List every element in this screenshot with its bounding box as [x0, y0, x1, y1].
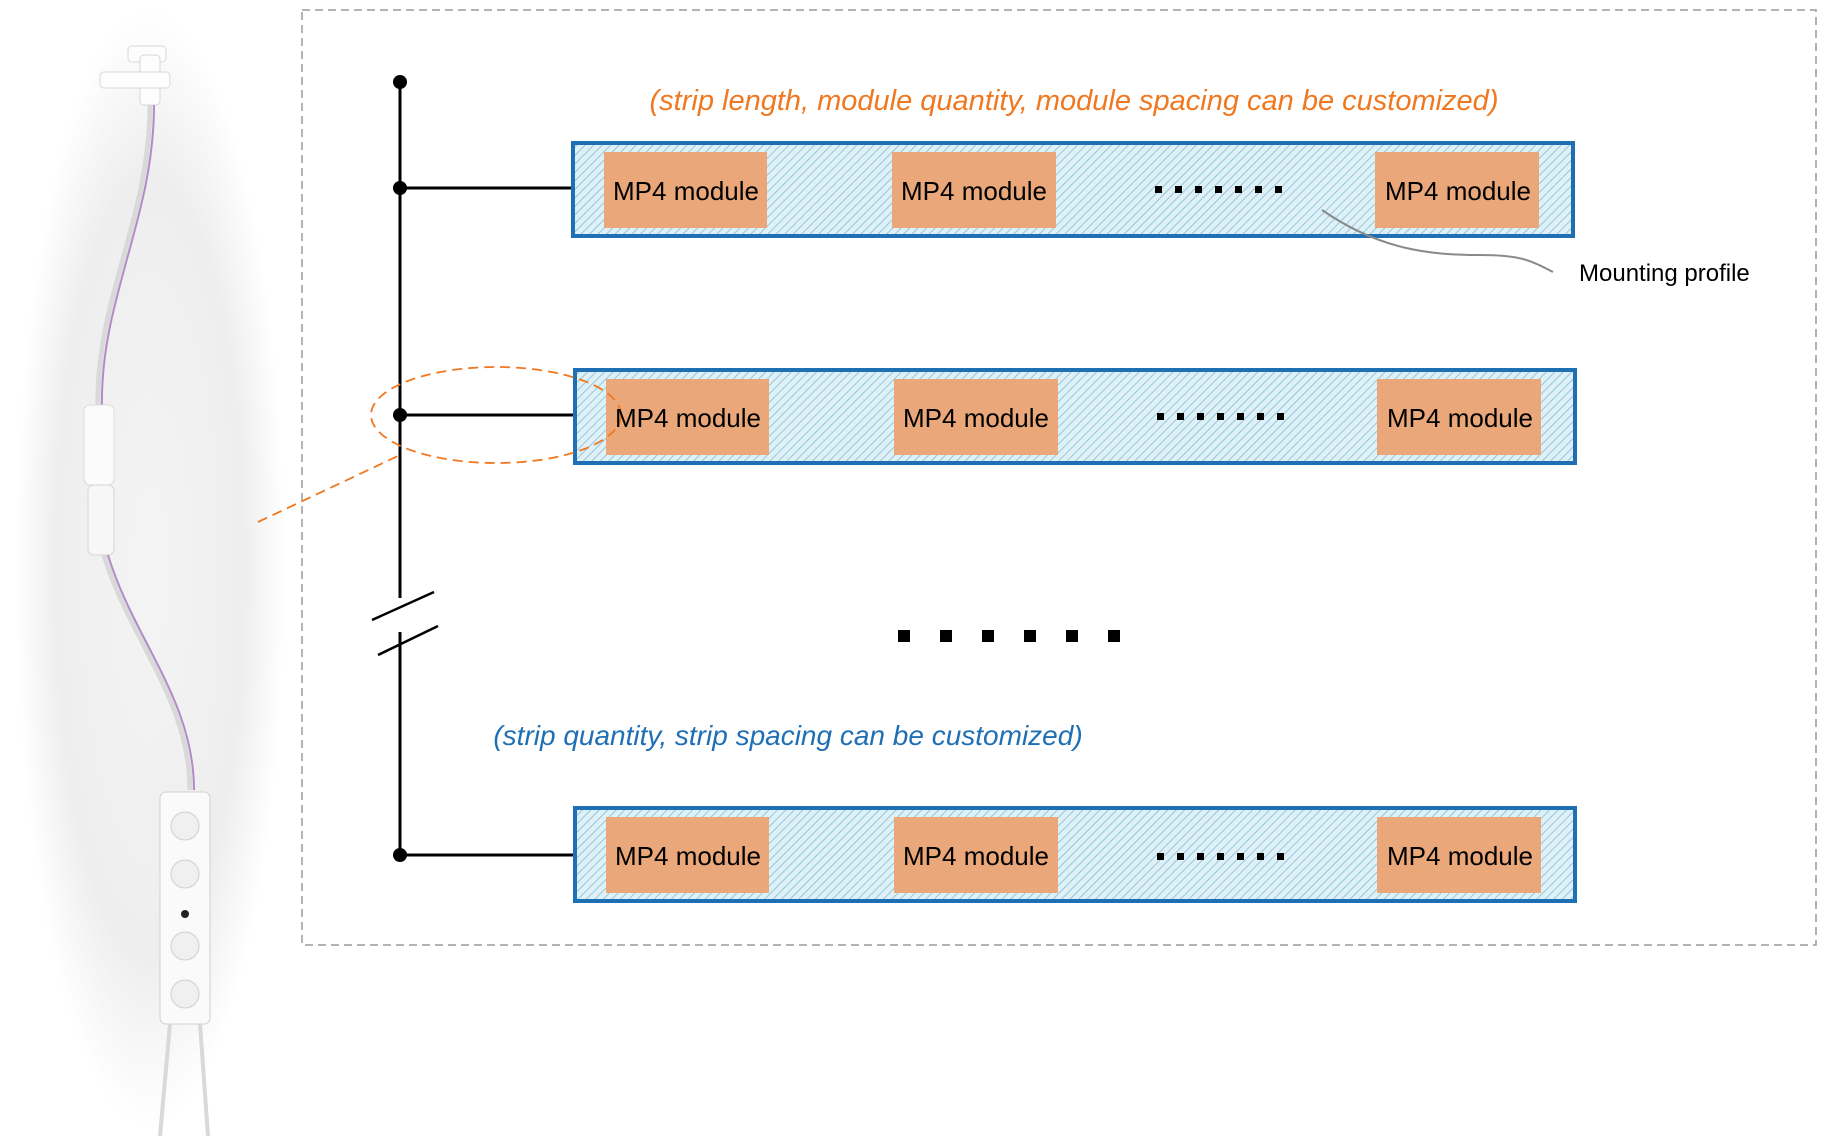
bus-top-node [393, 75, 407, 89]
branch-node-1 [393, 181, 407, 195]
module-label: MP4 module [1385, 176, 1531, 206]
t-connector-icon [99, 45, 171, 106]
module-3-2 [894, 817, 1058, 893]
note-middle: (strip quantity, strip spacing can be cu… [493, 720, 1082, 751]
ellipsis-dots-2 [1157, 413, 1284, 420]
led-module-cable-photo [15, 8, 285, 1136]
module-label: MP4 module [615, 403, 761, 433]
module-1-1 [604, 152, 767, 228]
break-mark-2 [377, 624, 439, 657]
branch-node-3 [393, 848, 407, 862]
branch-node-2 [393, 408, 407, 422]
mounting-profile-leader [1321, 209, 1554, 273]
ellipsis-dots-1 [1155, 186, 1282, 193]
module-3-3 [1377, 817, 1541, 893]
strip-ellipsis-dots [898, 630, 1120, 642]
ellipsis-dots-3 [1157, 853, 1284, 860]
module-2-2 [894, 379, 1058, 455]
module-3-1 [606, 817, 769, 893]
callout-leader [257, 454, 401, 523]
module-2-1 [606, 379, 769, 455]
mounting-profile-label: Mounting profile [1579, 260, 1750, 287]
module-label: MP4 module [1387, 403, 1533, 433]
module-label: MP4 module [615, 841, 761, 871]
note-top: (strip length, module quantity, module s… [650, 85, 1499, 117]
module-label: MP4 module [903, 841, 1049, 871]
module-label: MP4 module [901, 176, 1047, 206]
module-1-3 [1375, 152, 1539, 228]
led-module-icon [159, 791, 211, 1025]
break-mark-1 [371, 590, 435, 622]
module-2-3 [1377, 379, 1541, 455]
module-label: MP4 module [613, 176, 759, 206]
module-1-2 [892, 152, 1056, 228]
module-label: MP4 module [903, 403, 1049, 433]
module-label: MP4 module [1387, 841, 1533, 871]
callout-ellipse [370, 366, 622, 464]
